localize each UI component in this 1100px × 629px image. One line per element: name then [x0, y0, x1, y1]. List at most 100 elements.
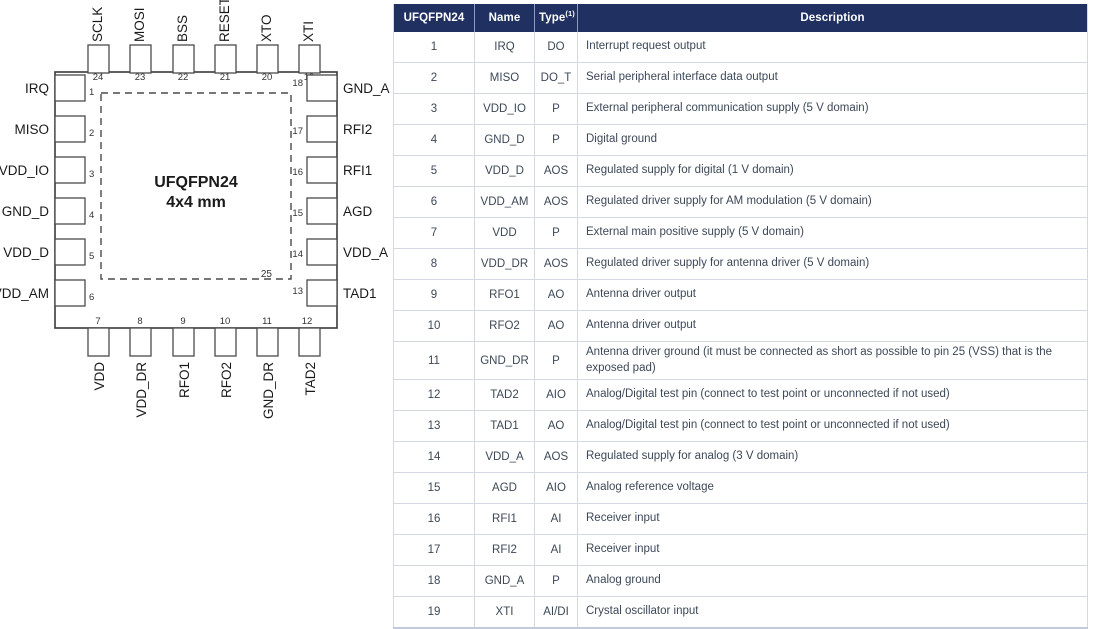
package-title: UFQFPN24: [154, 174, 238, 191]
cell-pin-description: Serial peripheral interface data output: [577, 62, 1088, 94]
cell-pin-number: 7: [393, 217, 475, 249]
cell-pin-name: VDD_AM: [474, 186, 535, 218]
cell-pin-number: 12: [393, 379, 475, 412]
cell-pin-name: VDD_A: [474, 441, 535, 474]
pin-15: AGD 15: [292, 197, 373, 225]
cell-pin-name: MISO: [474, 62, 535, 94]
pin-1: IRQ 1: [25, 74, 94, 102]
cell-pin-description: Regulated supply for digital (1 V domain…: [577, 155, 1088, 187]
cell-pin-name: RFI1: [474, 503, 535, 536]
cell-pin-description: External main positive supply (5 V domai…: [577, 217, 1088, 249]
pin-18-label: GND_A: [343, 81, 390, 96]
pin-17: RFI2 17: [292, 115, 372, 143]
pin-8: VDD_DR 8: [129, 316, 152, 418]
cell-pin-description: Analog reference voltage: [577, 472, 1088, 505]
cell-pin-name: VDD: [474, 217, 535, 249]
cell-pin-number: 14: [393, 441, 475, 474]
pin-2-label: MISO: [14, 122, 49, 137]
pin-22-label: BSS: [175, 15, 190, 42]
pin-17-number: 17: [292, 126, 303, 137]
column-header-pin: UFQFPN24: [393, 4, 475, 32]
top-pin-group: SCLK 24 MOSI 23 BSS 22 RESET 21: [87, 0, 321, 83]
column-header-type-text: Type: [539, 12, 566, 24]
pin-5-number: 5: [89, 251, 94, 262]
pin-21-number: 21: [220, 72, 231, 83]
pin-19-label: XTI: [301, 21, 316, 42]
pin-17-label: RFI2: [343, 122, 372, 137]
cell-pin-description: Crystal oscillator input: [577, 596, 1088, 629]
cell-pin-type: AOS: [534, 186, 578, 218]
cell-pin-description: Digital ground: [577, 124, 1088, 156]
pin-2: MISO 2: [14, 115, 94, 143]
pin-1-number: 1: [89, 87, 94, 98]
cell-pin-name: AGD: [474, 472, 535, 505]
cell-pin-type: AOS: [534, 155, 578, 187]
cell-pin-number: 5: [393, 155, 475, 187]
table-header-row: UFQFPN24 Name Type(1) Description: [393, 4, 1088, 32]
pin-6-label: VDD_AM: [0, 286, 49, 301]
pin-21-label: RESET: [217, 0, 232, 42]
cell-pin-name: VDD_DR: [474, 248, 535, 280]
cell-pin-description: Receiver input: [577, 534, 1088, 567]
cell-pin-number: 4: [393, 124, 475, 156]
cell-pin-description: Antenna driver output: [577, 279, 1088, 311]
cell-pin-description: Regulated driver supply for AM modulatio…: [577, 186, 1088, 218]
cell-pin-description: External peripheral communication supply…: [577, 93, 1088, 125]
pin-8-number: 8: [137, 316, 142, 327]
pin-9-label: RFO1: [177, 362, 192, 398]
cell-pin-type: AI/DI: [534, 596, 578, 629]
pin-7-label: VDD: [92, 362, 107, 391]
cell-pin-number: 16: [393, 503, 475, 536]
pinout-svg: UFQFPN24 4x4 mm 25 SCLK 24 MOSI 23 BSS 2…: [0, 0, 390, 419]
cell-pin-number: 1: [393, 32, 475, 63]
cell-pin-name: TAD2: [474, 379, 535, 412]
pin-20-label: XTO: [259, 14, 274, 42]
cell-pin-type: AI: [534, 503, 578, 536]
cell-pin-number: 9: [393, 279, 475, 311]
cell-pin-type: AO: [534, 410, 578, 443]
cell-pin-number: 11: [393, 341, 475, 381]
pin-12-label: TAD2: [303, 362, 318, 396]
cell-pin-type: DO_T: [534, 62, 578, 94]
cell-pin-description: Antenna driver output: [577, 310, 1088, 342]
pin-20: XTO 20: [256, 14, 279, 83]
cell-pin-type: AO: [534, 279, 578, 311]
pin-15-number: 15: [292, 208, 303, 219]
cell-pin-name: RFI2: [474, 534, 535, 567]
pin-9-number: 9: [180, 316, 185, 327]
pin-8-label: VDD_DR: [134, 362, 149, 418]
column-header-type: Type(1): [534, 4, 578, 32]
right-pin-group: GND_A 18 RFI2 17 RFI1 16 AGD 15: [292, 74, 390, 307]
cell-pin-type: DO: [534, 32, 578, 63]
pin-10-label: RFO2: [219, 362, 234, 398]
pin-21: RESET 21: [214, 0, 237, 83]
pin-4: GND_D 4: [2, 197, 94, 225]
cell-pin-type: P: [534, 124, 578, 156]
package-pinout-diagram: UFQFPN24 4x4 mm 25 SCLK 24 MOSI 23 BSS 2…: [0, 0, 390, 430]
cell-pin-description: Antenna driver ground (it must be connec…: [577, 341, 1088, 381]
exposed-pad-outline: [100, 92, 292, 280]
pin-18-number: 18: [292, 78, 303, 89]
pin-12: TAD2 12: [298, 316, 321, 396]
pin-24-number: 24: [93, 72, 104, 83]
pin-9: RFO1 9: [172, 316, 195, 398]
pin-23: MOSI 23: [129, 7, 152, 83]
pin-13-label: TAD1: [343, 286, 377, 301]
cell-pin-name: RFO1: [474, 279, 535, 311]
cell-pin-number: 19: [393, 596, 475, 629]
cell-pin-description: Regulated driver supply for antenna driv…: [577, 248, 1088, 280]
pin-23-label: MOSI: [132, 7, 147, 42]
cell-pin-type: AO: [534, 310, 578, 342]
pin-5: VDD_D 5: [3, 238, 94, 266]
pin-16-label: RFI1: [343, 163, 372, 178]
pin-4-label: GND_D: [2, 204, 50, 219]
